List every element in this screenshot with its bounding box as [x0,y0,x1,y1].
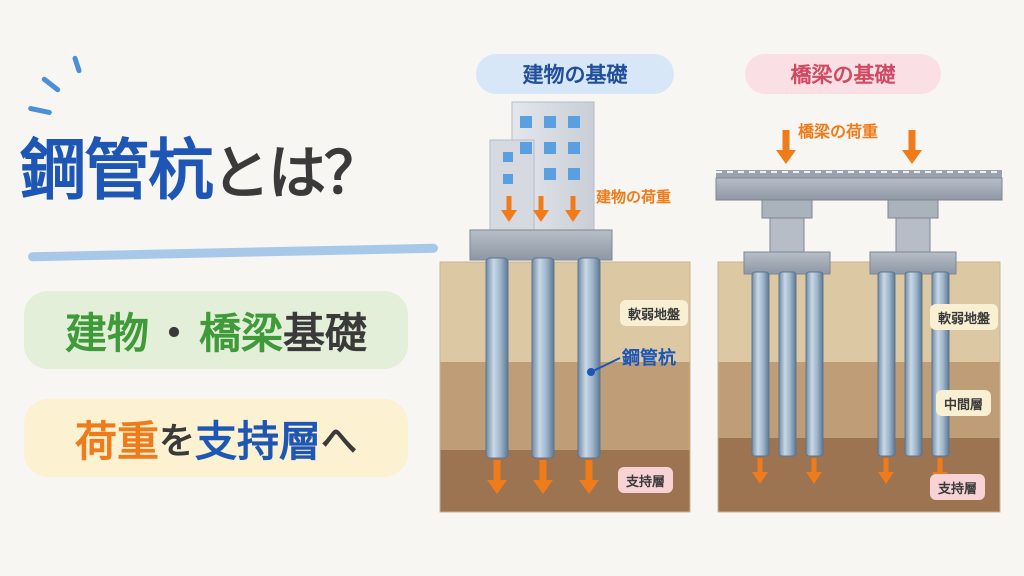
building-icon [489,101,595,235]
bridge-steel-pipe-pile [877,271,896,457]
pill-bridge-text: 橋梁 [199,308,284,358]
middle-soil-layer [440,362,690,450]
title-accent: 鋼管杭 [20,132,214,209]
building-steel-pipe-pile [485,257,509,459]
bridge-load-arrow [902,130,922,164]
bridge-load-label: 橋梁の荷重 [798,122,879,141]
bridge-deck [715,170,1003,201]
bridge-steel-pipe-pile [904,271,923,457]
bridge-steel-pipe-pile [751,271,770,457]
steel-pipe-pile-label: 鋼管杭 [622,348,676,369]
soft-soil-tag: 軟弱地盤 [620,300,689,326]
bridge-foundation-header: 橋梁の基礎 [745,54,941,94]
building-pile-cap [469,229,613,261]
pipe-pointer-line [590,357,621,373]
building-steel-pipe-pile [577,257,601,459]
bearing-layer-tag: 支持層 [930,474,986,500]
title-rest: とは？ [212,139,382,207]
bridge-load-arrow [776,130,796,164]
building-foundation-header: 建物の基礎 [476,54,674,94]
bridge-pier [743,199,831,275]
pill-load-text: 荷重 [74,416,159,466]
bridge-steel-pipe-pile [931,271,950,457]
pill-particle-he: へ [321,421,358,462]
bearing-layer-tag: 支持層 [618,467,674,493]
pill-bearing-text: 支持層 [195,416,322,466]
pill-particle-o: を [158,421,195,462]
pill-foundation-text: 基礎 [283,308,368,358]
building-load-label: 建物の荷重 [596,188,672,206]
pill-building-text: 建物 [64,308,149,358]
page-title: 鋼管杭とは？ [20,138,382,207]
soft-soil-tag: 軟弱地盤 [930,304,999,330]
pill-separator: ・ [152,308,195,358]
usage-pill: 建物・橋梁基礎 [24,291,408,369]
bridge-steel-pipe-pile [778,271,797,457]
middle-layer-tag: 中間層 [936,390,992,416]
bridge-steel-pipe-pile [805,271,824,457]
bridge-pier [869,199,957,275]
building-steel-pipe-pile [531,257,555,459]
function-pill: 荷重を支持層へ [24,399,408,477]
